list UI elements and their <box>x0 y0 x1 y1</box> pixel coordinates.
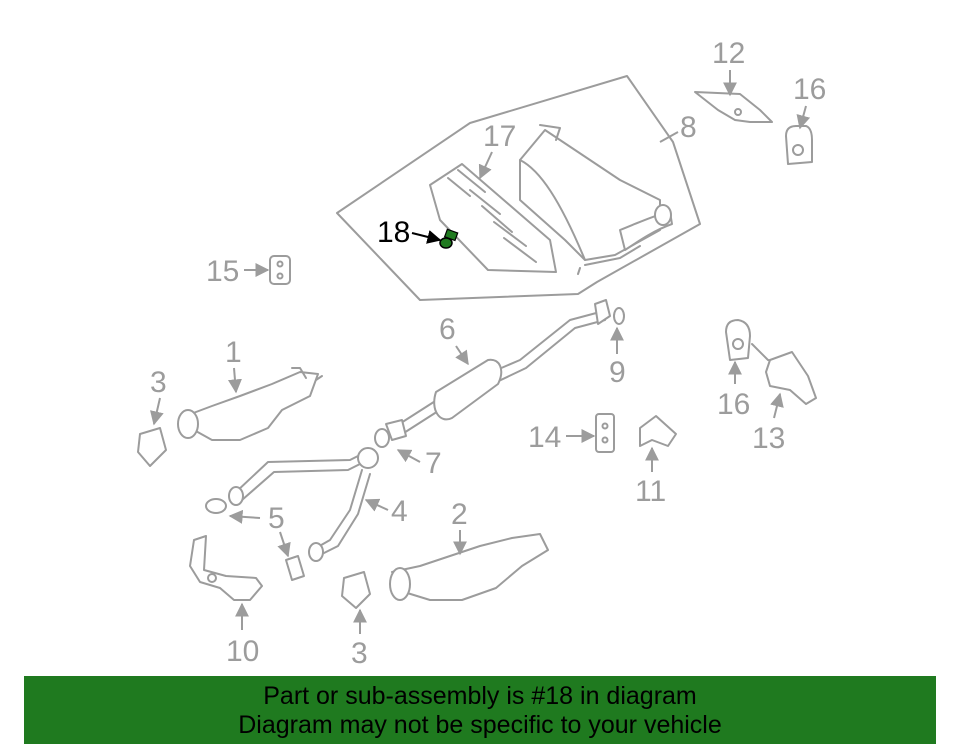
catalytic-converter-part-1 <box>177 367 323 441</box>
hanger-part-16-top <box>785 125 813 165</box>
callout-7: 7 <box>425 447 442 480</box>
callout-17: 17 <box>483 120 516 153</box>
callout-12: 12 <box>712 37 745 70</box>
y-pipe-part-4 <box>228 447 379 562</box>
callout-6: 6 <box>439 313 456 346</box>
gasket-part-7 <box>374 428 390 448</box>
hanger-part-15 <box>269 255 291 285</box>
bolt-part-18[interactable] <box>439 228 459 249</box>
callout-18: 18 <box>377 216 410 249</box>
callout-16-top: 16 <box>793 73 826 106</box>
callout-10: 10 <box>226 635 259 668</box>
callout-4: 4 <box>391 495 408 528</box>
callout-15: 15 <box>206 255 239 288</box>
callout-9: 9 <box>609 356 626 389</box>
gasket-part-3-right <box>341 571 371 609</box>
callout-16-bottom: 16 <box>717 388 750 421</box>
bracket-part-13 <box>751 343 817 405</box>
gasket-part-9 <box>613 307 625 325</box>
bracket-part-11 <box>639 415 677 447</box>
hanger-part-16-bottom <box>725 319 751 361</box>
muffler-assembly-group <box>336 75 701 301</box>
catalytic-converter-part-2 <box>389 533 549 601</box>
callout-8: 8 <box>680 111 697 144</box>
callout-3-left: 3 <box>150 366 167 399</box>
callout-3-right: 3 <box>351 637 368 670</box>
banner-line-1: Part or sub-assembly is #18 in diagram <box>263 682 697 710</box>
bracket-part-10 <box>189 535 263 601</box>
callout-11: 11 <box>635 475 666 508</box>
callout-13: 13 <box>752 422 785 455</box>
callout-1: 1 <box>225 336 242 369</box>
callout-5: 5 <box>268 502 285 535</box>
bracket-part-12 <box>694 91 773 123</box>
callouts: 12 16 8 17 18 15 6 9 1 3 16 13 14 7 11 4… <box>150 37 826 670</box>
callout-14: 14 <box>528 421 561 454</box>
callout-2: 2 <box>451 498 468 531</box>
gasket-part-5-b <box>285 555 305 581</box>
gasket-part-3-left <box>137 427 167 467</box>
info-banner: Part or sub-assembly is #18 in diagram D… <box>24 676 936 744</box>
gasket-part-5-a <box>205 498 227 514</box>
hanger-part-14 <box>595 413 615 453</box>
center-pipe-part-6 <box>385 299 611 441</box>
banner-line-2: Diagram may not be specific to your vehi… <box>238 711 722 739</box>
